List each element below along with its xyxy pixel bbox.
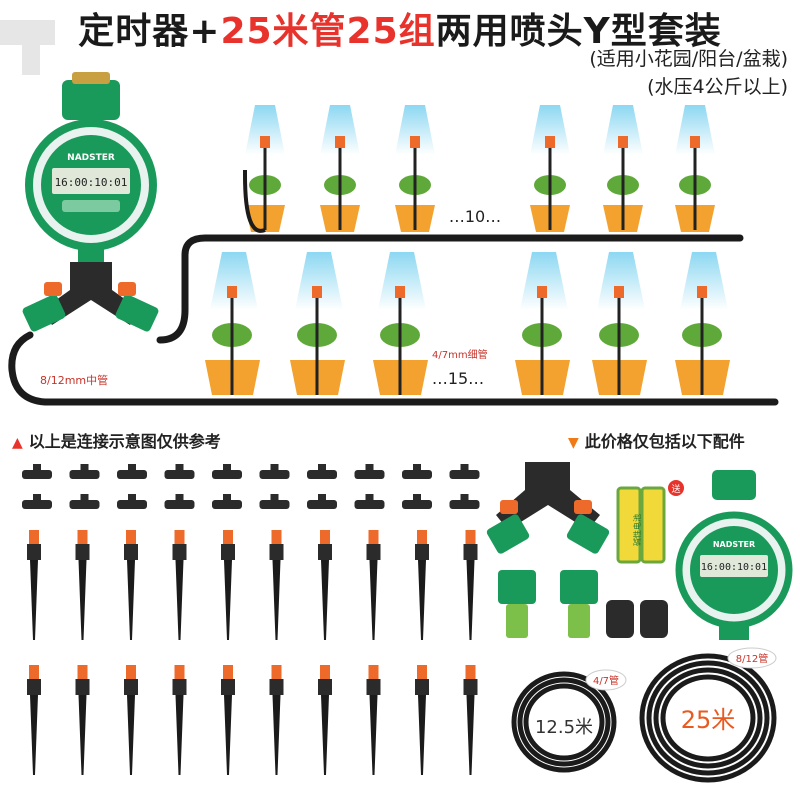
y-connector-part — [486, 462, 610, 554]
coil-small-tag: 4/7管 — [585, 669, 627, 691]
row-2-count: …15… — [432, 369, 484, 388]
title-part-3: 两用喷头Y型套装 — [435, 11, 722, 52]
tee-connector — [22, 464, 52, 479]
triangle-down-icon: ▼ — [568, 435, 579, 451]
stake-nozzle — [221, 665, 235, 775]
tee-connector — [69, 494, 100, 509]
tee-connector — [117, 494, 147, 509]
tee-connector — [212, 464, 242, 479]
stake-nozzle — [124, 665, 138, 775]
tee-connector — [449, 494, 480, 509]
stake-nozzle — [366, 665, 381, 775]
tee-connector — [354, 464, 385, 479]
tee-connector — [69, 464, 100, 479]
stake-nozzles — [27, 530, 478, 775]
stake-nozzle — [172, 530, 187, 640]
stake-nozzle — [124, 530, 138, 640]
stake-nozzle — [415, 665, 429, 775]
coil-large-tag: 8/12管 — [727, 647, 777, 669]
coil-small-length: 12.5米 — [535, 717, 593, 738]
note-right: ▼此价格仅包括以下配件 — [568, 432, 745, 451]
battery-gift-label: 送 — [671, 483, 680, 495]
subtitle-pressure: (水压4公斤以上) — [647, 76, 788, 98]
stake-nozzle — [415, 530, 429, 640]
tube-coil-small — [511, 671, 617, 773]
main-tube — [8, 234, 779, 406]
battery-text: 碱性电池 — [632, 514, 642, 546]
connection-diagram: NADSTER 16:00:10:01 — [0, 20, 779, 406]
tee-connector — [164, 494, 195, 509]
coil-large-length: 25米 — [681, 706, 736, 734]
stake-nozzle — [463, 665, 478, 775]
faucet-icon — [0, 20, 55, 75]
stake-nozzle — [318, 530, 332, 640]
stake-nozzle — [27, 530, 41, 640]
stake-nozzle — [269, 665, 284, 775]
tee-connector — [307, 494, 337, 509]
battery-pair: 送 碱性电池 — [616, 480, 684, 564]
stake-nozzle — [221, 530, 235, 640]
plant-pot — [243, 105, 285, 233]
parts-illustration: 送 碱性电池 NADSTER 16:00:10:01 4/7管 12.5米 8/… — [22, 462, 793, 783]
tube-coil-large — [639, 653, 777, 783]
title-part-2: 25米管25组 — [220, 11, 436, 52]
tee-connector — [402, 494, 432, 509]
quick-connectors — [498, 570, 668, 638]
tee-connector — [449, 464, 480, 479]
stake-nozzle — [75, 530, 90, 640]
stake-nozzle — [27, 665, 41, 775]
timer-brand: NADSTER — [67, 153, 115, 163]
stake-nozzle — [172, 665, 187, 775]
tee-connector — [212, 494, 242, 509]
subtitle-usage: (适用小花园/阳台/盆栽) — [589, 48, 788, 70]
product-title: 定时器+25米管25组两用喷头Y型套装 — [0, 2, 800, 54]
tee-connector — [402, 464, 432, 479]
stake-nozzle — [269, 530, 284, 640]
tee-connector — [259, 464, 290, 479]
stake-nozzle — [366, 530, 381, 640]
title-part-1: 定时器+ — [78, 11, 221, 52]
coil-large-label: 8/12管 — [736, 652, 768, 665]
coil-small-label: 4/7管 — [593, 674, 619, 687]
tee-connector — [22, 494, 52, 509]
tee-connector — [354, 494, 385, 509]
stake-nozzle — [463, 530, 478, 640]
timer-part-brand: NADSTER — [713, 540, 755, 549]
timer-part: NADSTER 16:00:10:01 — [675, 470, 793, 640]
timer-device: NADSTER 16:00:10:01 — [25, 72, 157, 263]
y-connector — [22, 262, 159, 332]
tee-connector — [259, 494, 290, 509]
tee-connector — [117, 464, 147, 479]
stake-nozzle — [318, 665, 332, 775]
plant-row-1: …10… — [243, 105, 715, 233]
tee-connectors — [22, 464, 480, 509]
thin-tube-label: 4/7mm细管 — [432, 348, 488, 361]
stake-nozzle — [75, 665, 90, 775]
timer-lcd: 16:00:10:01 — [55, 176, 128, 189]
plant-row-2: …15… — [205, 252, 730, 395]
timer-part-lcd: 16:00:10:01 — [701, 562, 767, 573]
mid-tube-label: 8/12mm中管 — [40, 373, 108, 387]
tee-connector — [307, 464, 337, 479]
triangle-up-icon: ▲ — [12, 435, 23, 451]
tee-connector — [164, 464, 195, 479]
note-left: ▲以上是连接示意图仅供参考 — [12, 432, 221, 451]
row-1-count: …10… — [449, 207, 501, 226]
